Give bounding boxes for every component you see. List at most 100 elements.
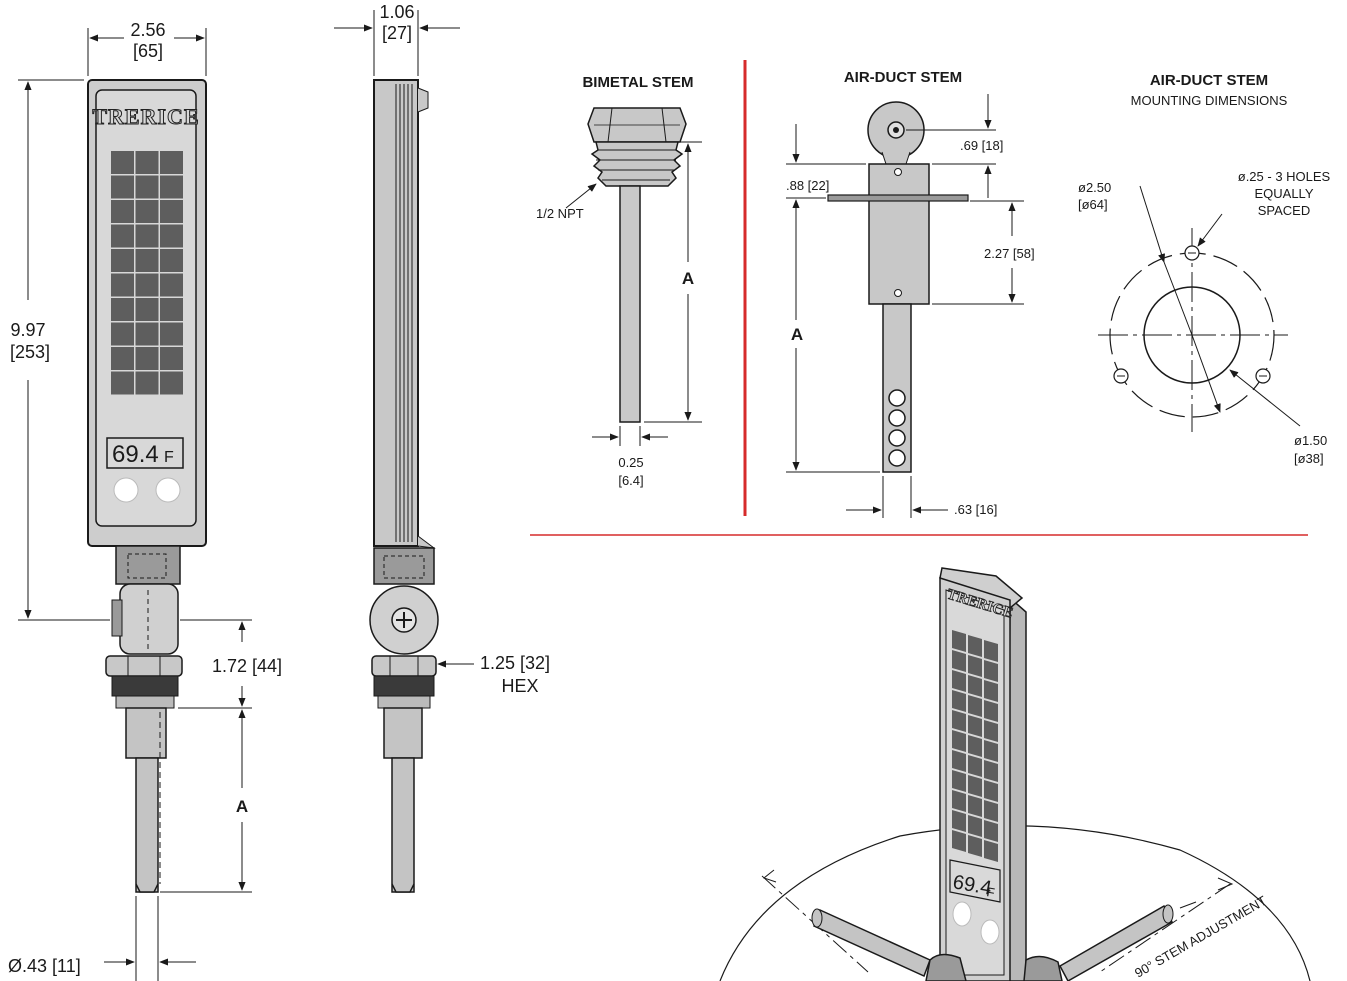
mounting-inner-dia-mm: [ø38]: [1294, 451, 1324, 466]
mounting-holes-line3: SPACED: [1258, 203, 1311, 218]
isometric-view: TRERICE 69.4 F 90° STEM ADJUSTMENT: [719, 567, 1311, 981]
front-stem-length-label: A: [236, 797, 248, 816]
scale-cell: [160, 298, 183, 321]
scale-cell: [984, 680, 998, 702]
scale-cell: [135, 273, 159, 297]
scale-cell: [111, 347, 134, 370]
scale-cell: [968, 735, 982, 757]
side-stem: [391, 757, 415, 893]
scale-cell: [984, 780, 998, 802]
scale-cell: [111, 298, 134, 321]
scale-cell: [160, 200, 183, 223]
mounting-outer-dia-mm: [ø64]: [1078, 197, 1108, 212]
mounting-holes-line2: EQUALLY: [1254, 186, 1313, 201]
scale-cell: [968, 695, 982, 717]
scale-cell: [984, 640, 998, 662]
scale-cell: [135, 371, 159, 395]
scale-cell: [111, 200, 134, 223]
scale-cell: [111, 273, 134, 297]
scale-cell: [984, 740, 998, 762]
airduct-body: [868, 163, 930, 305]
front-height-in: 9.97: [10, 320, 45, 340]
scale-cell: [111, 175, 134, 199]
bimetal-thread-label: 1/2 NPT: [536, 206, 584, 221]
iso-adjustment-arc: [719, 825, 1311, 981]
side-neck: [373, 547, 435, 585]
scale-cell: [111, 151, 134, 174]
scale-cell: [968, 755, 982, 777]
scale-cell: [968, 675, 982, 697]
side-depth-mm: [27]: [382, 23, 412, 43]
side-hex-label: HEX: [501, 676, 538, 696]
scale-cell: [984, 800, 998, 822]
bimetal-thread: [590, 141, 684, 187]
scale-cell: [952, 810, 966, 832]
scale-cell: [952, 830, 966, 852]
scale-cell: [111, 322, 134, 346]
front-brand-logo: TRERICE: [92, 104, 199, 129]
mounting-holes-line1: ø.25 - 3 HOLES: [1238, 169, 1331, 184]
scale-cell: [968, 715, 982, 737]
scale-cell: [952, 750, 966, 772]
scale-cell: [968, 815, 982, 837]
airduct-length-label: A: [791, 325, 803, 344]
scale-cell: [135, 322, 159, 346]
front-stem: [135, 757, 159, 893]
scale-cell: [952, 790, 966, 812]
scale-cell: [968, 795, 982, 817]
mounting-title: AIR-DUCT STEM: [1150, 72, 1268, 89]
scale-cell: [984, 700, 998, 722]
front-scale-grid: [111, 151, 183, 395]
side-thread: [373, 675, 435, 697]
mounting-dimensions-detail: AIR-DUCT STEM MOUNTING DIMENSIONS ø2.50 …: [1078, 72, 1331, 466]
mounting-outer-dia-in: ø2.50: [1078, 180, 1111, 195]
scale-cell: [984, 720, 998, 742]
airduct-dim-top: .69 [18]: [960, 138, 1003, 153]
front-hex-nut: [105, 655, 183, 677]
front-swivel: [119, 583, 179, 655]
front-button-left: [113, 477, 139, 503]
scale-cell: [111, 371, 134, 395]
scale-cell: [984, 840, 998, 862]
front-button-right: [155, 477, 181, 503]
scale-cell: [160, 347, 183, 370]
front-width-mm: [65]: [133, 41, 163, 61]
bimetal-stem-detail: BIMETAL STEM 1/2 NPT A 0.25 [6.4]: [536, 74, 702, 488]
scale-cell: [160, 371, 183, 395]
scale-cell: [111, 249, 134, 272]
front-stem-diameter: Ø.43 [11]: [8, 956, 81, 976]
front-height-mm: [253]: [10, 342, 50, 362]
airduct-stem-width: .63 [16]: [954, 502, 997, 517]
scale-cell: [984, 760, 998, 782]
scale-cell: [952, 730, 966, 752]
scale-cell: [160, 224, 183, 248]
scale-cell: [952, 710, 966, 732]
scale-cell: [160, 249, 183, 272]
airduct-flange: [827, 194, 969, 202]
scale-cell: [968, 835, 982, 857]
scale-cell: [135, 249, 159, 272]
bimetal-rod: [619, 185, 641, 423]
scale-cell: [952, 670, 966, 692]
scale-cell: [111, 224, 134, 248]
bimetal-dia-mm: [6.4]: [618, 473, 643, 488]
front-reading-value: 69.4: [112, 441, 159, 468]
front-width-in: 2.56: [130, 20, 165, 40]
scale-cell: [135, 175, 159, 199]
scale-cell: [135, 298, 159, 321]
scale-cell: [984, 820, 998, 842]
airduct-dim-flange: .88 [22]: [786, 178, 829, 193]
iso-stem-left: [813, 908, 931, 978]
mounting-subtitle: MOUNTING DIMENSIONS: [1131, 93, 1288, 108]
front-thread: [111, 675, 179, 697]
front-view: TRERICE 69.4 F 2.56 [65]: [8, 20, 282, 981]
side-hex-nut: [371, 655, 437, 677]
iso-reading-unit: F: [985, 884, 995, 900]
side-stem-upper: [383, 707, 423, 759]
front-conn-length: 1.72 [44]: [212, 656, 282, 676]
scale-cell: [160, 322, 183, 346]
scale-cell: [984, 660, 998, 682]
front-reading-box: [106, 437, 184, 469]
bimetal-dia-in: 0.25: [618, 455, 643, 470]
